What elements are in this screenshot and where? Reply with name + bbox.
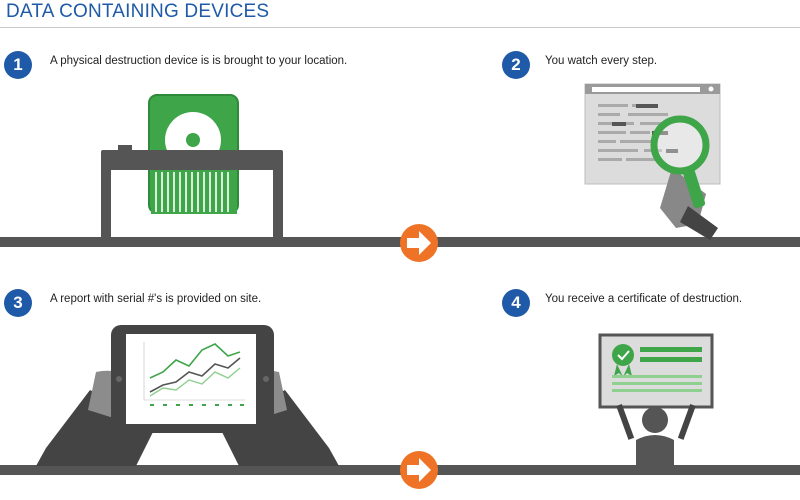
certificate-icon [598,333,714,409]
step-3-badge: 3 [4,289,32,317]
magnifier-icon [650,115,718,240]
step-2-text: You watch every step. [545,55,658,67]
page-title: DATA CONTAINING DEVICES [6,1,270,22]
person-icon [616,403,696,467]
title-divider [0,27,800,28]
step-4-badge: 4 [502,289,530,317]
arrow-right-icon [400,451,438,489]
shredded-strips [151,170,237,214]
step-1-text: A physical destruction device is is brou… [50,55,348,67]
step-4-text: You receive a certificate of destruction… [545,293,743,305]
step-2-badge: 2 [502,51,530,79]
ground-line-top [0,237,800,247]
arrow-right-icon [400,224,438,262]
step-3-text: A report with serial #'s is provided on … [50,293,262,305]
step-1-badge: 1 [4,51,32,79]
shredder-icon [101,145,283,239]
tablet-chart-icon [36,325,339,466]
